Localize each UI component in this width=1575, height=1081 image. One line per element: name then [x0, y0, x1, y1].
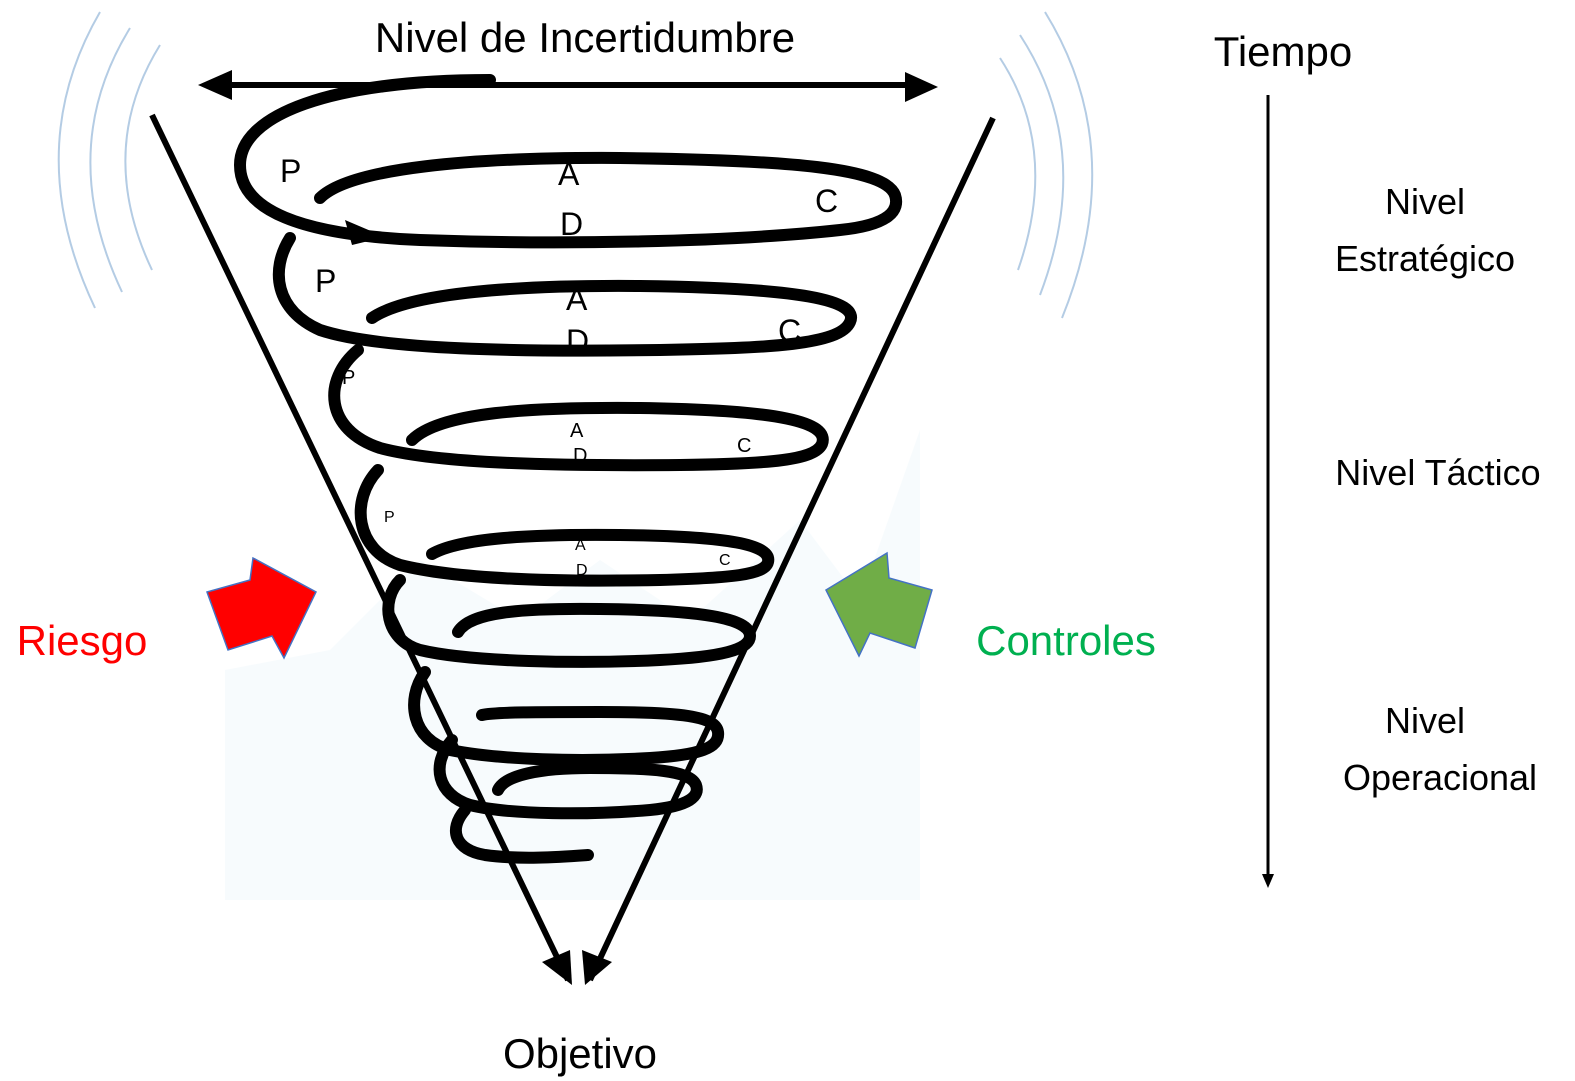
time-label: Tiempo: [1214, 28, 1353, 75]
pdca-do-2: D: [566, 323, 589, 359]
operational-level-line2: Operacional: [1343, 757, 1537, 798]
left-wave-arcs: [57, 11, 161, 309]
pdca-check-3: C: [737, 435, 751, 457]
uncertainty-arrow-right-head: [905, 72, 938, 102]
pdca-act-4: A: [575, 537, 586, 554]
controls-arrow: [825, 551, 933, 658]
pdca-check-4: C: [719, 552, 731, 569]
pdca-act-3: A: [570, 420, 584, 442]
pdca-spiral: [233, 74, 903, 864]
spiral-loop-7: [433, 734, 703, 820]
time-axis-arrowhead: [1262, 874, 1274, 888]
strategic-level-line2: Estratégico: [1335, 238, 1515, 279]
risk-arrow: [206, 556, 317, 660]
strategic-level-line1: Nivel: [1385, 181, 1465, 222]
pdca-act-1: A: [558, 156, 580, 192]
risk-label: Riesgo: [17, 617, 148, 664]
spiral-loop-4: [354, 464, 775, 587]
funnel-right-line: [587, 116, 996, 982]
right-wave-arcs: [999, 11, 1094, 319]
spiral-direction-arrowhead: [345, 220, 385, 245]
tactical-level-label: Nivel Táctico: [1335, 452, 1540, 493]
uncertainty-label: Nivel de Incertidumbre: [375, 14, 795, 61]
spiral-loop-8: [449, 804, 594, 864]
labels: Nivel de Incertidumbre Tiempo Nivel Estr…: [17, 14, 1541, 1077]
spiral-loop-5: [382, 574, 757, 668]
controls-label: Controles: [976, 617, 1156, 664]
pdca-letters: P A D C P A D C P A D C P A D C: [280, 153, 838, 579]
spiral-loop-2: [272, 232, 857, 357]
spiral-loop-1: [233, 74, 903, 249]
objective-label: Objetivo: [503, 1030, 657, 1077]
pdca-do-4: D: [576, 562, 588, 579]
pdca-check-1: C: [815, 183, 838, 219]
pdca-plan-1: P: [280, 153, 301, 189]
pdca-plan-4: P: [384, 509, 395, 526]
pdca-do-1: D: [560, 206, 583, 242]
pdca-plan-2: P: [315, 263, 336, 299]
pdca-do-3: D: [573, 445, 587, 467]
funnel-left-line: [149, 113, 571, 982]
uncertainty-arrow-left-head: [198, 70, 232, 100]
pdca-check-2: C: [778, 313, 801, 349]
funnel-left-arrowhead: [542, 950, 572, 985]
spiral-loop-3: [328, 344, 829, 472]
operational-level-line1: Nivel: [1385, 700, 1465, 741]
funnel-right-arrowhead: [582, 950, 612, 985]
pdca-act-2: A: [566, 281, 588, 317]
pdca-plan-3: P: [342, 367, 355, 389]
